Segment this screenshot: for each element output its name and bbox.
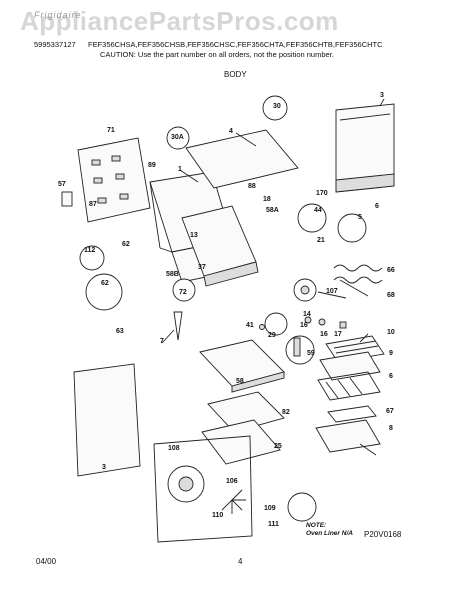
callout-109: 109 — [264, 505, 276, 512]
callout-13: 13 — [190, 232, 198, 239]
callout-111: 111 — [268, 521, 279, 528]
callout-9: 9 — [389, 350, 393, 357]
callout-107: 107 — [326, 288, 338, 295]
note-title: NOTE: — [306, 522, 327, 529]
callout-72: 72 — [179, 289, 187, 296]
callout-41: 41 — [246, 322, 254, 329]
section-title: BODY — [224, 70, 247, 79]
callout-1: 1 — [178, 166, 182, 173]
leader-lines — [161, 98, 385, 456]
callout-170: 170 — [316, 190, 328, 197]
broil-element — [333, 264, 383, 284]
callout-108: 108 — [168, 445, 180, 452]
callout-67: 67 — [386, 408, 394, 415]
bake-element — [327, 405, 377, 423]
drawer-bottom — [201, 419, 281, 465]
oven-rack — [317, 371, 381, 401]
callout-59: 59 — [307, 350, 315, 357]
callout-25: 25 — [274, 443, 282, 450]
callout-6-lower: 6 — [389, 373, 393, 380]
callout-112: 112 — [84, 247, 96, 254]
callout-8: 8 — [389, 425, 393, 432]
fastener-parts — [173, 311, 347, 357]
callout-4: 4 — [229, 128, 233, 135]
callout-37: 37 — [198, 264, 206, 271]
callout-7: 7 — [160, 338, 164, 345]
door-glass — [199, 339, 285, 393]
callout-circles — [79, 95, 367, 522]
callout-6-upper: 6 — [375, 203, 379, 210]
part-number: 5995337127 — [34, 40, 76, 49]
callout-14: 14 — [303, 311, 311, 318]
callout-44: 44 — [314, 207, 322, 214]
callout-29: 29 — [268, 332, 276, 339]
side-panel-left — [73, 363, 141, 477]
callout-57: 57 — [58, 181, 66, 188]
caution-text: CAUTION: Use the part number on all orde… — [100, 50, 334, 59]
oven-insulation — [181, 205, 259, 287]
callout-62-lower: 62 — [101, 280, 109, 287]
side-panel-right — [335, 103, 395, 193]
callout-10: 10 — [387, 329, 395, 336]
callout-16-left: 16 — [300, 322, 308, 329]
back-panel — [77, 137, 151, 223]
callout-71: 71 — [107, 127, 115, 134]
note-text: Oven Liner N/A — [306, 530, 353, 537]
callout-16-right: 16 — [320, 331, 328, 338]
callout-3-lower: 3 — [102, 464, 106, 471]
fan-motor-detail — [153, 435, 253, 543]
callout-106: 106 — [226, 478, 238, 485]
callout-58: 58 — [236, 378, 244, 385]
figure-code: P20V0168 — [364, 530, 402, 539]
callout-87: 87 — [89, 201, 97, 208]
callout-21: 21 — [317, 237, 325, 244]
callout-63: 63 — [116, 328, 124, 335]
page-number: 4 — [238, 557, 243, 566]
callout-66: 66 — [387, 267, 395, 274]
watermark-text: AppliancePartsPros.com — [20, 6, 339, 36]
callout-5: 5 — [358, 214, 362, 221]
model-list: FEF356CHSA,FEF356CHSB,FEF356CHSC,FEF356C… — [88, 40, 383, 49]
callout-88: 88 — [248, 183, 256, 190]
callout-30a: 30A — [171, 134, 184, 141]
callout-82: 82 — [282, 409, 290, 416]
top-panel — [185, 129, 299, 189]
callout-58a: 58A — [266, 207, 279, 214]
callout-18: 18 — [263, 196, 271, 203]
callout-68: 68 — [387, 292, 395, 299]
callout-3-upper: 3 — [380, 92, 384, 99]
callout-89: 89 — [148, 162, 156, 169]
callout-30: 30 — [273, 103, 281, 110]
callout-17: 17 — [334, 331, 342, 338]
callout-58b: 58B — [166, 271, 179, 278]
drawer-pan — [315, 419, 381, 453]
callout-110: 110 — [212, 512, 224, 519]
callout-62-upper: 62 — [122, 241, 130, 248]
door-panel — [207, 391, 285, 433]
bracket-57 — [61, 191, 73, 207]
brand-logo: Frigidaire — [34, 10, 82, 20]
broiler-tray — [319, 351, 381, 381]
footer-date: 04/00 — [36, 557, 57, 566]
